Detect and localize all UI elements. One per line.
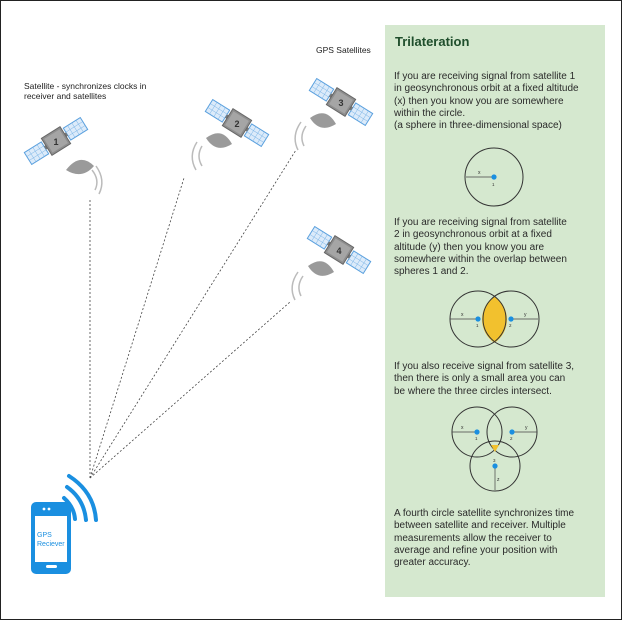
sphere-circle-3 [469,440,521,492]
satellite-number: 1 [53,137,58,147]
circle-figure-2: x y 1 2 [449,290,540,348]
satellite-number: 2 [234,119,239,129]
signal-wave-icon [294,121,307,151]
svg-text:1: 1 [476,323,479,328]
wifi-arc-icon [65,485,88,522]
dish-icon [310,113,336,128]
dish-icon [308,261,334,276]
satellite-1: 1 [22,114,103,195]
gps-satellites-label: GPS Satellites [316,45,371,55]
svg-text:z: z [497,477,500,483]
sphere-circle-1 [464,147,524,207]
wifi-arc-icon [62,496,77,521]
satellite-2: 2 [191,96,271,171]
svg-text:y: y [524,312,527,318]
receiver-label: Reciever [37,541,65,548]
satellite-4: 4 [291,223,373,301]
paragraph-3: If you also receive signal from satellit… [394,361,575,397]
intersection-region [491,445,499,452]
satellite-3: 3 [294,75,375,151]
signal-line-2 [89,177,185,479]
signal-line-4 [89,301,291,479]
satellite-note: Satellite - synchronizes clocks in recei… [24,81,147,101]
circle-figure-3: x y z 1 2 3 [451,406,538,492]
overlap-region [482,296,507,343]
sphere-circle-2 [482,290,540,348]
circle-figure-1: x 1 [464,147,524,207]
signal-wave-icon [191,141,203,171]
svg-text:1: 1 [475,436,478,441]
paragraph-1: If you are receiving signal from satelli… [394,71,579,132]
svg-text:1: 1 [492,182,495,187]
svg-text:3: 3 [493,458,496,463]
svg-text:x: x [461,312,464,318]
dish-icon [66,159,94,175]
signal-line-3 [89,149,297,479]
gps-receiver: GPS Reciever [31,474,98,574]
svg-text:x: x [478,170,481,176]
receiver-label: GPS [37,532,52,539]
satellite-number: 4 [336,246,341,256]
signal-wave-icon [291,271,304,301]
panel-title: Trilateration [395,34,470,49]
signal-wave-icon [91,165,103,195]
paragraph-4: A fourth circle satellite synchronizes t… [394,508,575,569]
satellite-number: 3 [338,98,343,108]
dish-icon [206,133,232,148]
svg-text:y: y [525,425,528,431]
signal-lines [89,149,297,479]
wifi-arc-icon [67,474,98,522]
svg-text:x: x [461,425,464,431]
svg-text:2: 2 [509,323,512,328]
paragraph-2: If you are receiving signal from satelli… [394,217,567,278]
svg-text:2: 2 [510,436,513,441]
